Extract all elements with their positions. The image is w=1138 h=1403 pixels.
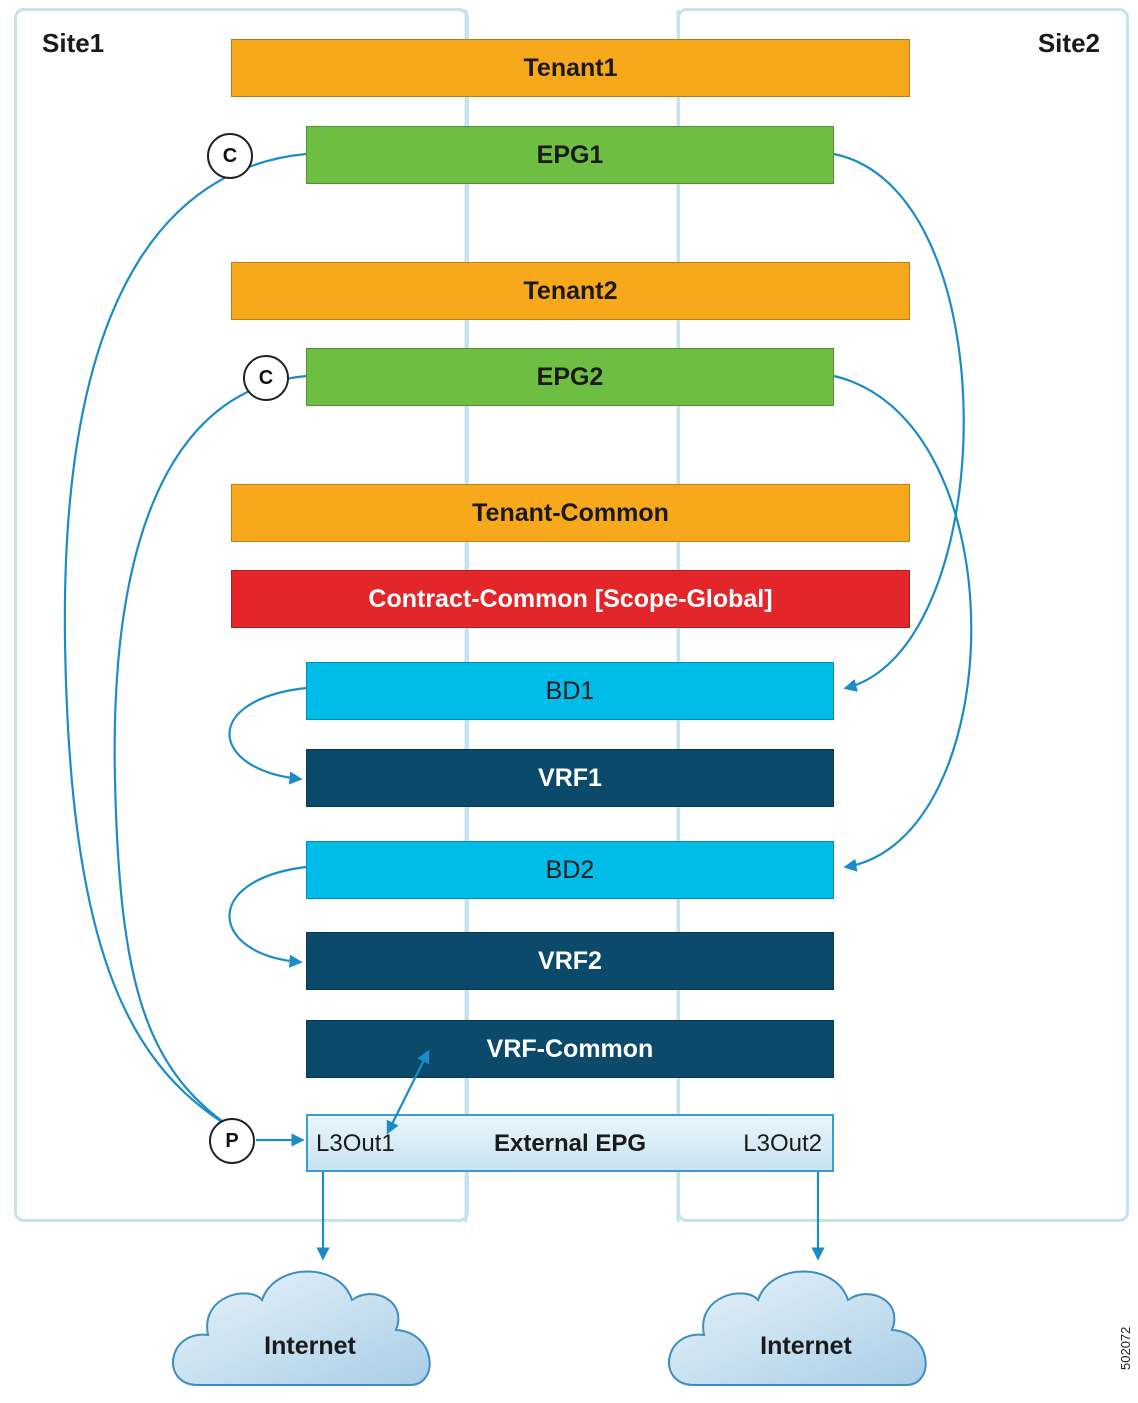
epg1-bar: EPG1 (306, 126, 834, 184)
tenant1-bar: Tenant1 (231, 39, 910, 97)
bd2-vrf2-arrow (228, 865, 307, 968)
internet-right-label: Internet (760, 1332, 852, 1360)
internet-cloud-right-icon (668, 1270, 927, 1386)
epg2-bar: EPG2 (306, 348, 834, 406)
epg2-bd2-arrow (833, 374, 973, 872)
site1-label: Site1 (42, 28, 105, 58)
bd1-bar: BD1 (306, 662, 834, 720)
l3out1-vrf-common-arrow (386, 1049, 430, 1135)
external-epg-label: External EPG (493, 1130, 647, 1157)
vrf1-bar: VRF1 (306, 749, 834, 807)
contract-common-bar: Contract-Common [Scope-Global] (231, 570, 910, 628)
site2-label: Site2 (1037, 28, 1100, 58)
epg1-bd1-arrow (833, 152, 965, 692)
provider-badge: P (209, 1118, 255, 1164)
l3out2-label: L3Out2 (743, 1130, 822, 1157)
vrf2-bar: VRF2 (306, 932, 834, 990)
figure-id-label: 502072 (1118, 1326, 1133, 1370)
internet-left-label: Internet (264, 1332, 356, 1360)
epg2-consumer-badge: C (243, 355, 289, 401)
epg2-contract-arrow (113, 374, 307, 1141)
bd2-bar: BD2 (306, 841, 834, 899)
tenant-common-bar: Tenant-Common (231, 484, 910, 542)
epg1-contract-arrow (63, 152, 307, 1142)
l3out1-label: L3Out1 (316, 1130, 395, 1157)
bd1-vrf1-arrow (228, 686, 307, 785)
internet-cloud-left-icon (172, 1270, 431, 1386)
epg1-consumer-badge: C (207, 133, 253, 179)
tenant2-bar: Tenant2 (231, 262, 910, 320)
